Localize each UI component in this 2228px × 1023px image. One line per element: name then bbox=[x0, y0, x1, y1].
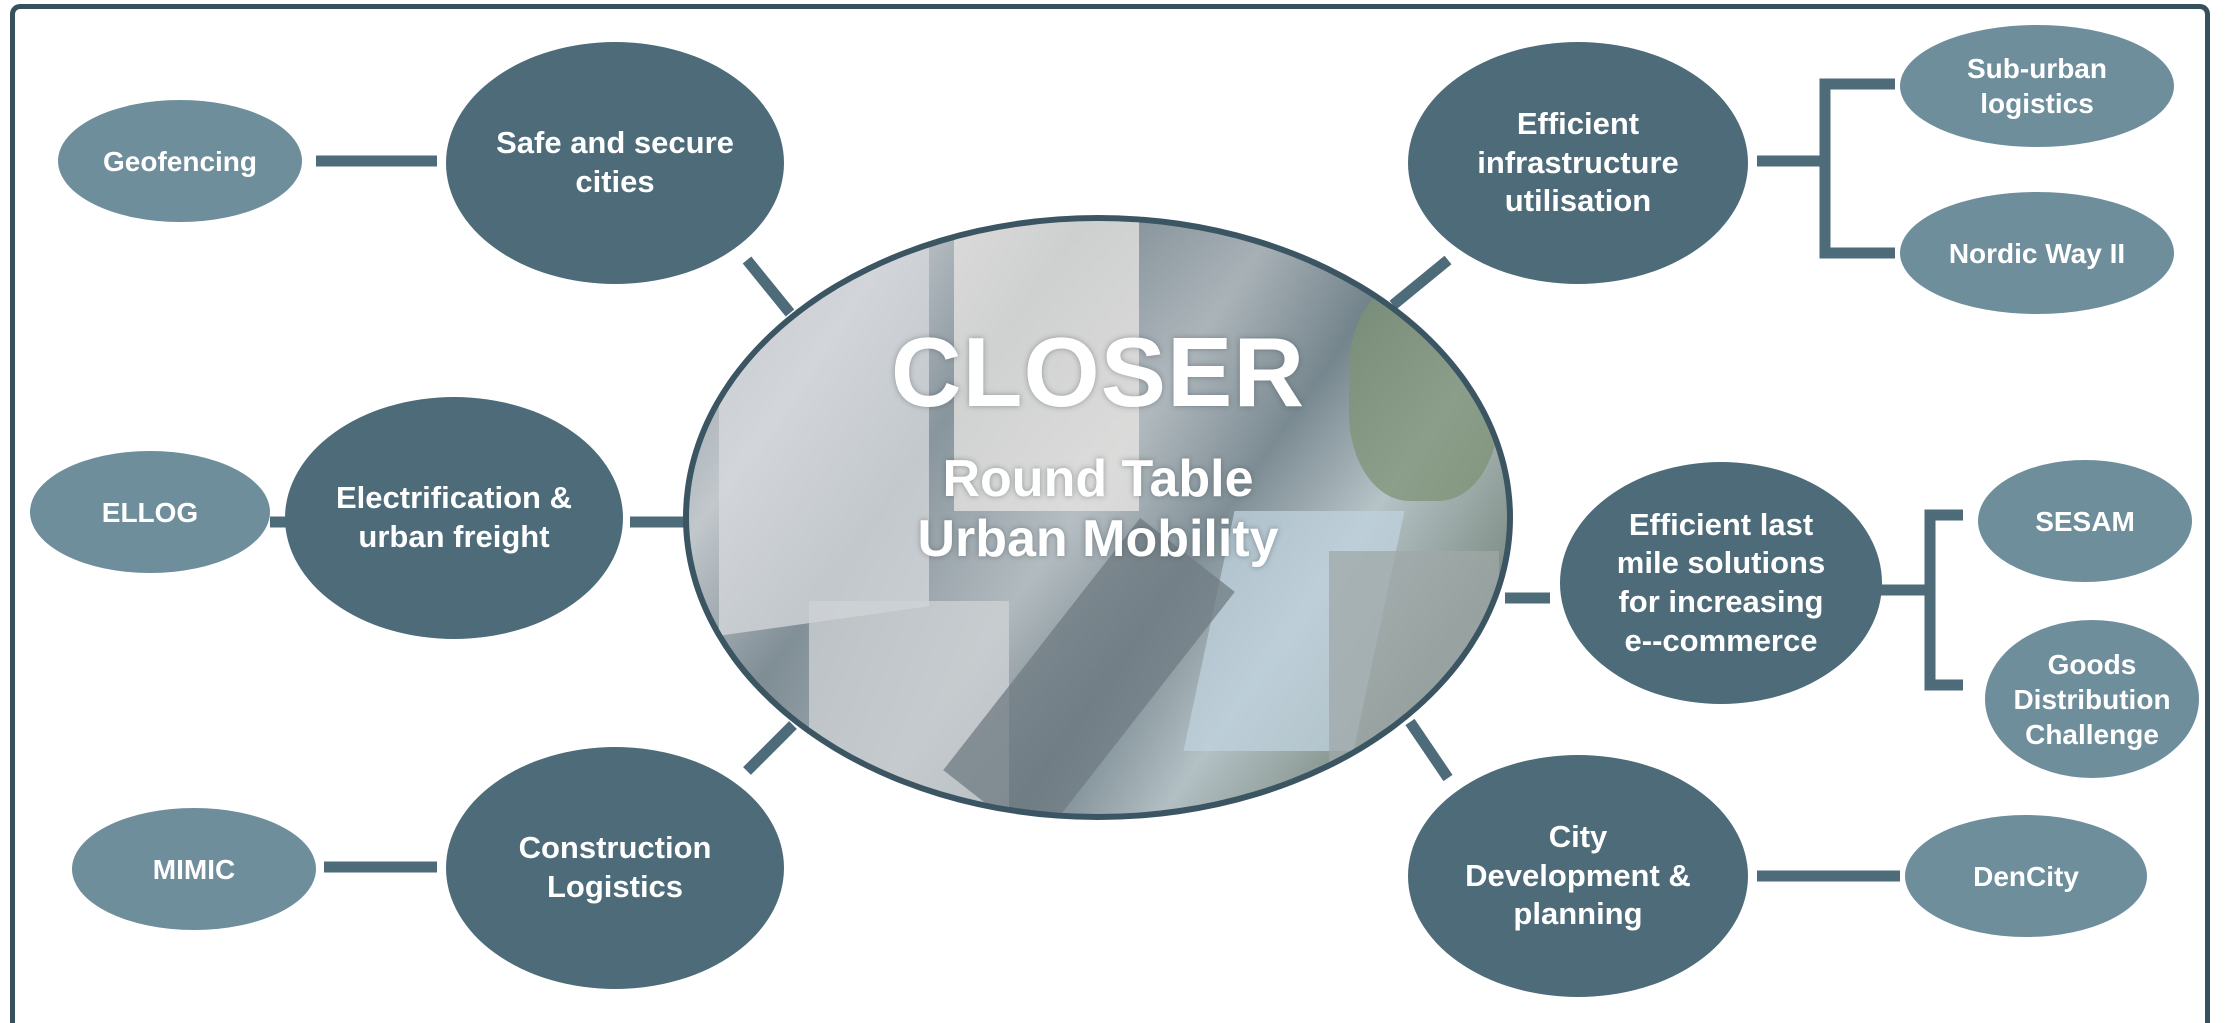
connector-center-construction bbox=[743, 721, 797, 775]
theme-label: Construction Logistics bbox=[518, 830, 712, 904]
theme-efficient-infrastructure-utilisation: Efficient infrastructure utilisation bbox=[1408, 42, 1748, 284]
theme-label: Safe and secure cities bbox=[496, 125, 734, 199]
theme-label: Efficient last mile solutions for increa… bbox=[1616, 506, 1826, 658]
center-subtitle-line2: Urban Mobility bbox=[917, 510, 1279, 568]
project-geofencing: Geofencing bbox=[58, 100, 302, 222]
project-label: Geofencing bbox=[102, 145, 257, 177]
project-label: Nordic Way II bbox=[1948, 237, 2126, 269]
project-nordic-way-ii: Nordic Way II bbox=[1900, 192, 2174, 314]
center-title: CLOSER bbox=[890, 317, 1306, 427]
project-label: ELLOG bbox=[101, 496, 199, 528]
connector-infrastructure-bracket bbox=[1819, 78, 1895, 259]
project-label: MIMIC bbox=[152, 853, 236, 885]
aerial-building-shape bbox=[719, 246, 929, 636]
project-label: SESAM bbox=[2035, 505, 2135, 537]
theme-construction-logistics: Construction Logistics bbox=[446, 747, 784, 989]
theme-label: City Development & planning bbox=[1465, 818, 1691, 932]
theme-city-development-planning: City Development & planning bbox=[1408, 755, 1748, 997]
project-sub-urban-logistics: Sub-urban logistics bbox=[1900, 25, 2174, 147]
project-sesam: SESAM bbox=[1978, 460, 2192, 582]
project-label: Sub-urban logistics bbox=[1967, 53, 2107, 119]
theme-label: Electrification & urban freight bbox=[336, 480, 572, 554]
center-subtitle-line1: Round Table bbox=[942, 450, 1254, 508]
theme-efficient-last-mile-solutions: Efficient last mile solutions for increa… bbox=[1560, 462, 1882, 704]
theme-label: Efficient infrastructure utilisation bbox=[1477, 105, 1679, 219]
center-hub: CLOSER Round Table Urban Mobility bbox=[683, 215, 1513, 820]
connector-lastmile-bracket bbox=[1924, 509, 1963, 691]
project-mimic: MIMIC bbox=[72, 808, 316, 930]
project-ellog: ELLOG bbox=[30, 451, 270, 573]
aerial-tree-shape bbox=[1349, 281, 1499, 501]
theme-safe-secure-cities: Safe and secure cities bbox=[446, 42, 784, 284]
project-label: Goods Distribution Challenge bbox=[2013, 648, 2171, 750]
project-dencity: DenCity bbox=[1905, 815, 2147, 937]
aerial-building-shape bbox=[954, 221, 1139, 511]
aerial-building-shape bbox=[1329, 551, 1499, 811]
theme-electrification-urban-freight: Electrification & urban freight bbox=[285, 397, 623, 639]
project-goods-distribution-challenge: Goods Distribution Challenge bbox=[1985, 620, 2199, 778]
diagram-frame bbox=[10, 4, 2210, 1023]
project-label: DenCity bbox=[1973, 860, 2079, 892]
